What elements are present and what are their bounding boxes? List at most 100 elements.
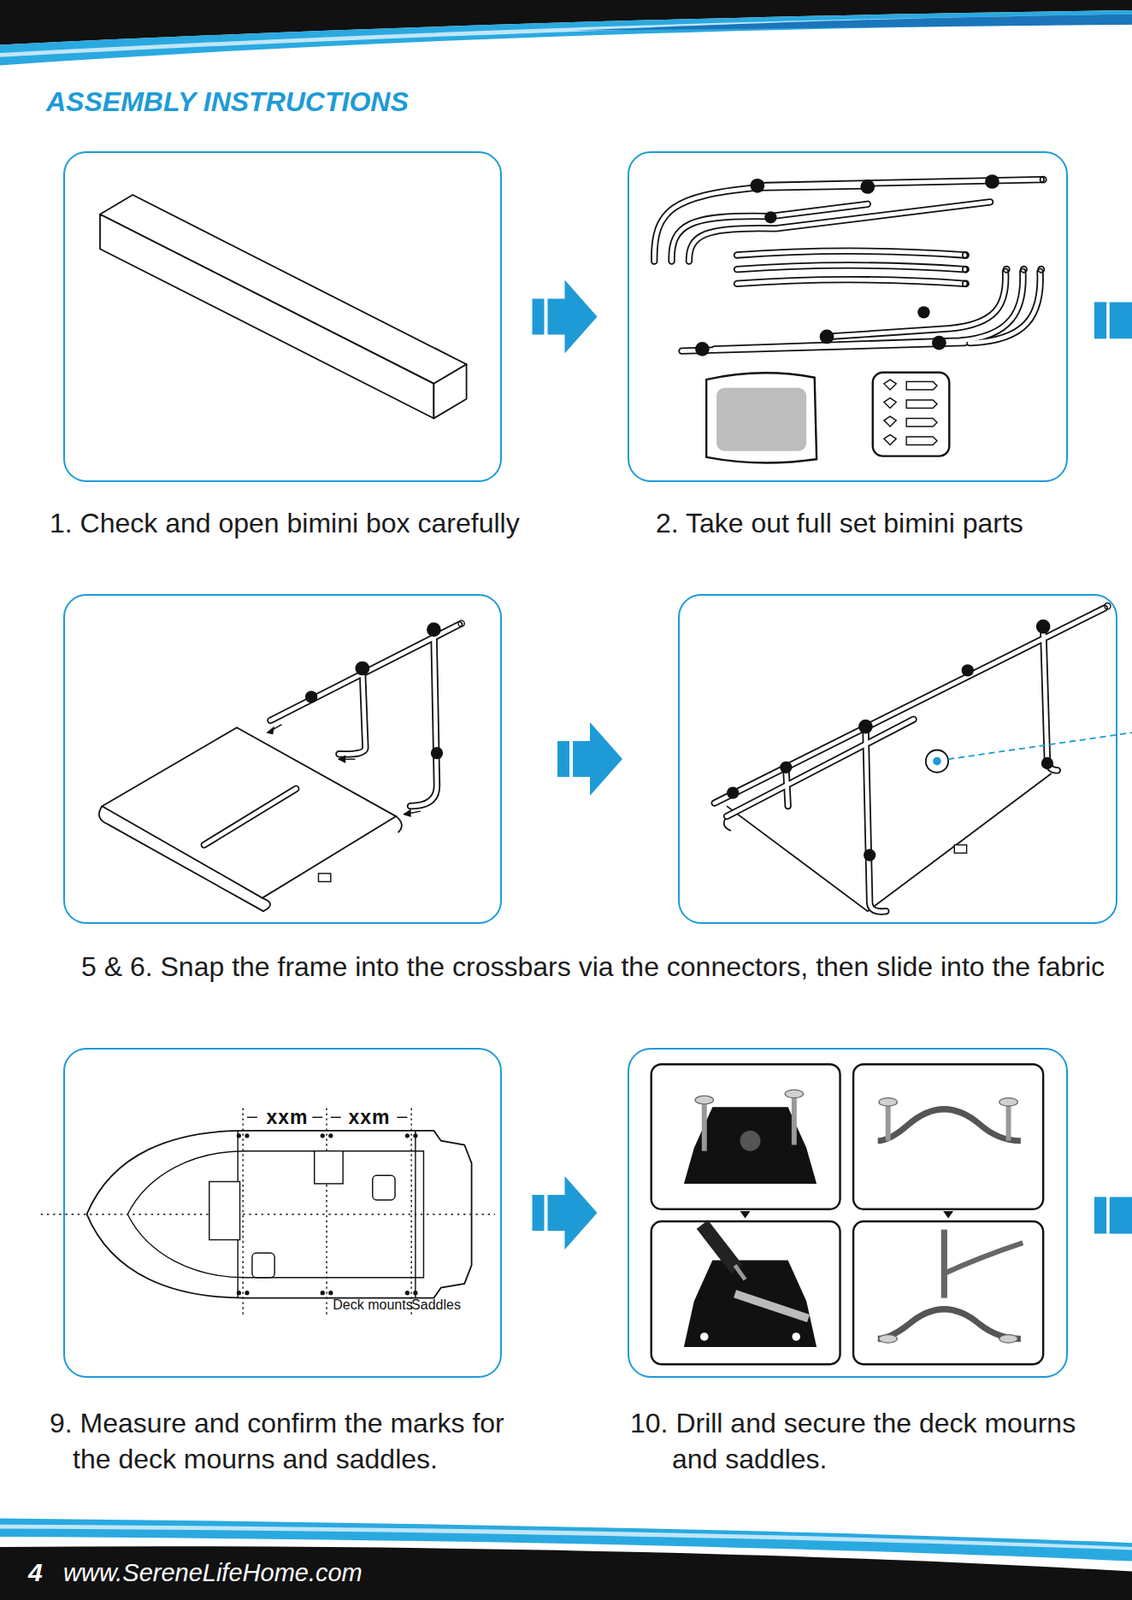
boat-plan-illustration bbox=[245, 1291, 249, 1296]
boat-plan-illustration bbox=[242, 1108, 412, 1318]
boat-plan-illustration bbox=[325, 1108, 327, 1318]
boat-plan-illustration bbox=[413, 1291, 418, 1296]
step-caption: 1. Check and open bimini box carefully bbox=[49, 505, 520, 542]
frame-fabric-illustration bbox=[99, 620, 465, 912]
boat-plan-illustration bbox=[245, 1134, 249, 1138]
parts-illustration bbox=[884, 379, 897, 390]
parts-illustration bbox=[931, 336, 947, 351]
assembled-frame-illustration bbox=[1041, 757, 1054, 770]
parts-illustration bbox=[706, 372, 817, 463]
mount-steps-illustration bbox=[651, 1064, 841, 1210]
mount-steps-illustration bbox=[735, 1265, 746, 1280]
mount-steps-illustration bbox=[701, 1225, 737, 1271]
footer-banner bbox=[0, 1546, 1132, 1600]
mount-steps-illustration bbox=[791, 1096, 797, 1145]
page-title: ASSEMBLY INSTRUCTIONS bbox=[46, 86, 409, 118]
frame-fabric-illustration bbox=[458, 620, 465, 627]
mount-steps-illustration bbox=[791, 1332, 801, 1342]
frame-fabric-illustration bbox=[354, 661, 370, 677]
boat-plan-illustration bbox=[410, 1108, 412, 1318]
parts-illustration bbox=[1037, 266, 1044, 273]
boat-plan-illustration bbox=[413, 1134, 418, 1138]
parts-illustration bbox=[906, 418, 938, 427]
mount-steps-illustration bbox=[941, 1230, 948, 1299]
mount-steps-illustration bbox=[999, 1335, 1018, 1345]
frame-fabric-illustration bbox=[395, 816, 402, 833]
boat-plan-illustration bbox=[372, 1175, 396, 1201]
boat-plan-illustration bbox=[314, 1151, 343, 1185]
mount-steps-illustration bbox=[704, 1096, 795, 1151]
mount-steps-illustration bbox=[740, 1211, 955, 1219]
next-page-arrow bbox=[1094, 301, 1132, 1234]
frame-fabric-illustration bbox=[267, 725, 421, 817]
step-arrow bbox=[501, 280, 628, 354]
mount-steps-illustration bbox=[651, 1221, 841, 1365]
boat-plan-illustration bbox=[236, 1134, 241, 1138]
boat-plan-illustration bbox=[236, 1117, 417, 1295]
parts-illustration bbox=[716, 388, 807, 452]
box-illustration bbox=[100, 214, 434, 419]
parts-illustration bbox=[884, 416, 897, 427]
boat-plan-illustration bbox=[209, 1182, 241, 1241]
dimension-label: xxm bbox=[347, 1106, 390, 1130]
assembled-frame-illustration bbox=[863, 849, 876, 861]
mount-steps-illustration bbox=[695, 1090, 804, 1105]
boat-plan-illustration bbox=[41, 1214, 496, 1215]
boat-plan-illustration bbox=[236, 1291, 241, 1296]
step-panel: 5 & 6. Snap the frame into the crossbars… bbox=[63, 594, 502, 925]
frame-fabric-illustration bbox=[430, 747, 443, 760]
box-illustration bbox=[100, 194, 467, 384]
mount-steps-illustration bbox=[784, 1090, 803, 1099]
parts-illustration bbox=[884, 435, 897, 446]
frame-fabric-illustration bbox=[305, 622, 443, 760]
mount-steps-illustration bbox=[853, 1221, 1044, 1365]
frame-fabric-illustration bbox=[426, 622, 442, 637]
mount-steps-illustration bbox=[878, 1309, 1021, 1340]
mount-steps-illustration bbox=[695, 1096, 714, 1105]
mount-steps-illustration bbox=[651, 1064, 1044, 1365]
mount-steps-illustration bbox=[701, 1102, 708, 1151]
parts-illustration bbox=[1020, 266, 1027, 273]
boat-plan-illustration bbox=[405, 1134, 409, 1138]
frame-fabric-illustration bbox=[305, 690, 318, 703]
boat-plan-illustration bbox=[320, 1134, 325, 1138]
step-caption: 10. Drill and secure the deck mourns and… bbox=[630, 1405, 1105, 1478]
parts-illustration bbox=[654, 179, 1042, 352]
mount-steps-illustration bbox=[735, 1294, 809, 1320]
assembled-frame-illustration bbox=[726, 619, 1054, 862]
parts-illustration bbox=[764, 211, 777, 224]
mount-steps-illustration bbox=[885, 1104, 891, 1142]
assembled-frame-illustration bbox=[948, 732, 1132, 760]
boat-plan-illustration bbox=[320, 1291, 325, 1296]
page-number: 4 bbox=[28, 1558, 43, 1588]
website-url: www.SereneLifeHome.com bbox=[63, 1559, 363, 1588]
parts-illustration bbox=[962, 176, 1047, 288]
boat-plan-illustration bbox=[396, 1117, 407, 1119]
step-arrow bbox=[501, 1176, 628, 1250]
mount-steps-illustration bbox=[878, 1098, 897, 1108]
mount-steps-illustration bbox=[740, 1131, 761, 1152]
next-page-arrow bbox=[1109, 1196, 1132, 1234]
parts-illustration bbox=[906, 400, 938, 409]
boat-plan-illustration bbox=[41, 1108, 496, 1318]
parts-illustration bbox=[962, 280, 969, 287]
mount-steps-illustration bbox=[878, 1335, 897, 1345]
boat-plan-illustration bbox=[86, 1131, 472, 1299]
mount-steps-illustration bbox=[943, 1243, 1023, 1274]
parts-illustration bbox=[872, 372, 950, 457]
header-banner bbox=[571, 14, 1132, 31]
mount-steps-illustration bbox=[740, 1211, 751, 1219]
next-page-arrow bbox=[1094, 301, 1107, 339]
frame-fabric-illustration bbox=[204, 624, 460, 846]
box-illustration bbox=[433, 364, 466, 419]
parts-illustration bbox=[962, 252, 969, 259]
parts-illustration bbox=[749, 178, 765, 194]
assembled-frame-illustration bbox=[932, 757, 942, 767]
parts-illustration bbox=[695, 341, 710, 357]
assembled-frame-illustration bbox=[954, 845, 967, 855]
parts-illustration bbox=[654, 174, 1046, 463]
boat-plan-illustration bbox=[330, 1117, 342, 1119]
